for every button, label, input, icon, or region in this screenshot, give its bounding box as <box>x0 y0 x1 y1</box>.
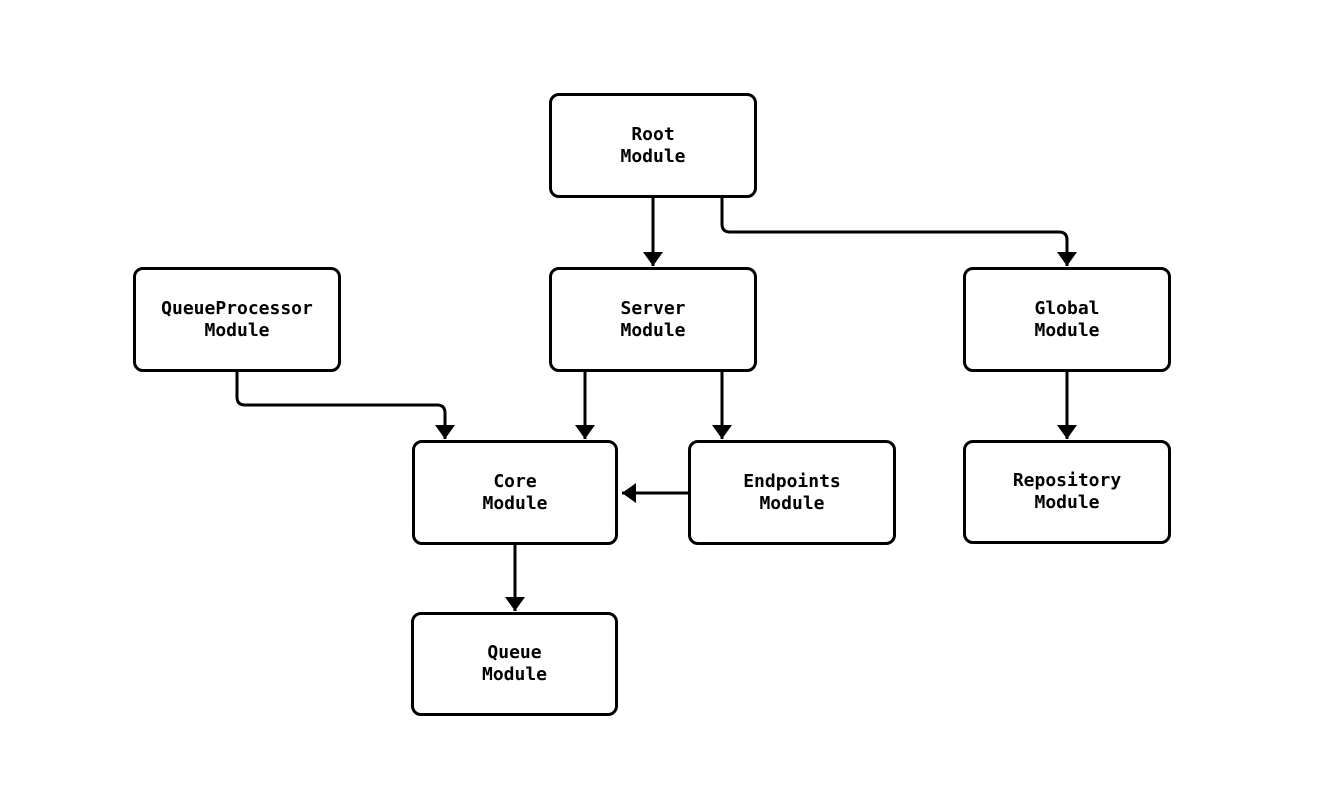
node-label-repository: Repository Module <box>1012 470 1122 513</box>
node-endpoints: Endpoints Module <box>688 440 896 545</box>
node-repository: Repository Module <box>963 440 1171 544</box>
node-label-queue: Queue Module <box>481 642 548 685</box>
edge-root-to-global <box>720 198 1077 266</box>
node-label-endpoints: Endpoints Module <box>743 470 841 514</box>
node-root: Root Module <box>549 93 757 198</box>
edge-queueprocessor-to-core <box>235 372 455 439</box>
node-label-server: Server Module <box>620 297 686 341</box>
node-queueprocessor: QueueProcessor Module <box>133 267 341 372</box>
node-queue: Queue Module <box>411 612 618 716</box>
node-core: Core Module <box>412 440 618 545</box>
edges-group <box>235 198 1077 611</box>
node-server: Server Module <box>549 267 757 372</box>
node-label-queueprocessor: QueueProcessor Module <box>161 297 313 341</box>
node-label-global: Global Module <box>1034 297 1100 341</box>
node-label-root: Root Module <box>620 123 686 167</box>
node-label-core: Core Module <box>482 470 548 514</box>
node-global: Global Module <box>963 267 1171 372</box>
